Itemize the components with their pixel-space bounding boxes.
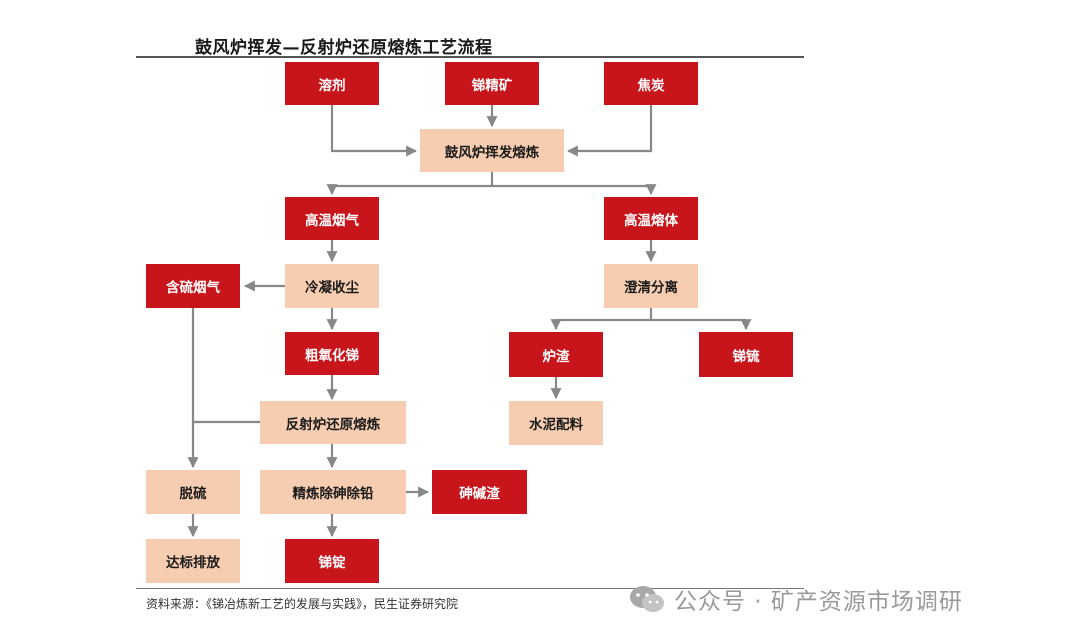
node-blast-furnace-smelting: 鼓风炉挥发熔炼 [420,129,564,172]
watermark-text: 公众号 · 矿产资源市场调研 [674,589,963,615]
node-crude-antimony-oxide: 粗氧化锑 [285,332,379,375]
node-condense-dust: 冷凝收尘 [285,264,379,308]
node-emission: 达标排放 [146,539,240,583]
node-high-temp-flue-gas: 高温烟气 [285,197,379,240]
node-flux: 溶剂 [285,62,379,105]
diagram-title: 鼓风炉挥发—反射炉还原熔炼工艺流程 [195,38,493,58]
arrow-flux-to-smelting [330,105,418,157]
node-high-temp-melt: 高温熔体 [604,197,698,240]
node-arsenic-alkali-slag: 砷碱渣 [432,470,527,514]
watermark: 公众号 · 矿产资源市场调研 [628,582,963,616]
node-sulfur-flue-gas: 含硫烟气 [146,264,240,308]
node-cement-ingredient: 水泥配料 [509,401,603,445]
node-furnace-slag: 炉渣 [509,332,603,377]
arrow-coke-to-smelting [566,105,653,157]
node-clarify-separate: 澄清分离 [604,264,698,308]
node-desulfurization: 脱硫 [146,470,240,514]
wechat-icon [630,586,664,612]
node-reverb-reduction: 反射炉还原熔炼 [260,401,406,444]
footer-divider [136,588,804,589]
source-note: 资料来源：《锑冶炼新工艺的发展与实践》，民生证券研究院 [146,597,459,611]
node-antimony-matte: 锑锍 [699,332,793,377]
node-antimony-ingot: 锑锭 [285,539,379,583]
node-coke: 焦炭 [604,62,698,105]
node-antimony-concentrate: 锑精矿 [445,62,539,105]
title-divider [136,56,804,58]
node-refining: 精炼除砷除铅 [260,470,406,514]
